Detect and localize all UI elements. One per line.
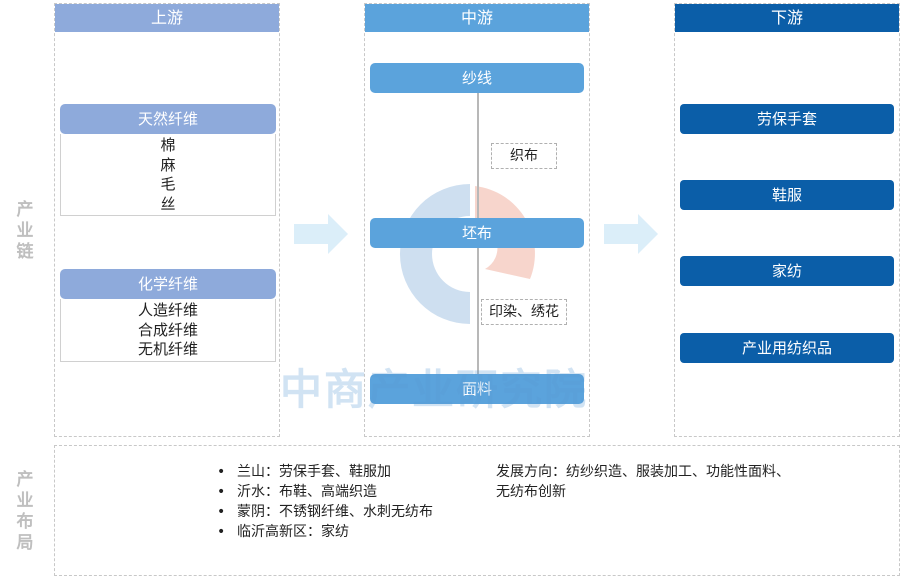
fiber-item: 丝	[160, 194, 176, 213]
product-home-textiles: 家纺	[680, 256, 894, 286]
downstream-header: 下游	[675, 4, 899, 32]
process-dyeing: 印染、绣花	[481, 299, 567, 325]
region-item: 蒙阴：不锈钢纤维、水刺无纺布	[215, 502, 485, 522]
upstream-column: 上游 天然纤维 棉 麻 毛 丝 化学纤维 人造纤维 合成纤维 无机纤维	[54, 3, 280, 437]
fiber-item: 棉	[160, 136, 176, 154]
region-item: 临沂高新区：家纺	[215, 522, 485, 542]
region-list: 兰山：劳保手套、鞋服加 沂水：布鞋、高端织造 蒙阴：不锈钢纤维、水刺无纺布 临沂…	[215, 462, 485, 542]
group-natural-fiber-items: 棉 麻 毛 丝	[60, 134, 276, 216]
region-item: 沂水：布鞋、高端织造	[215, 482, 485, 502]
fiber-item: 麻	[160, 155, 176, 174]
product-apparel: 鞋服	[680, 180, 894, 210]
midstream-column: 中游 纱线 织布 坯布 印染、绣花 面料	[364, 3, 590, 437]
stage-grey-cloth: 坯布	[370, 218, 584, 248]
product-gloves: 劳保手套	[680, 104, 894, 134]
region-item: 兰山：劳保手套、鞋服加	[215, 462, 485, 482]
group-natural-fiber-title: 天然纤维	[60, 104, 276, 134]
group-chemical-fiber-title: 化学纤维	[60, 269, 276, 299]
fiber-item: 合成纤维	[137, 320, 198, 339]
fiber-item: 毛	[160, 175, 176, 193]
fiber-item: 无机纤维	[137, 340, 198, 358]
stage-fabric: 面料	[370, 374, 584, 404]
stage-yarn: 纱线	[370, 63, 584, 93]
downstream-column: 下游 劳保手套 鞋服 家纺 产业用纺织品	[674, 3, 900, 437]
development-direction: 发展方向：纺纱织造、服装加工、功能性面料、无纺布创新	[496, 464, 790, 500]
upstream-header: 上游	[55, 4, 279, 32]
group-chemical-fiber-items: 人造纤维 合成纤维 无机纤维	[60, 299, 276, 362]
midstream-header: 中游	[365, 4, 589, 32]
side-label-chain: 产 业 链	[16, 200, 34, 262]
process-weaving: 织布	[491, 143, 557, 169]
fiber-item: 人造纤维	[137, 301, 198, 319]
arrow-right-icon	[294, 214, 348, 254]
industry-layout-box: 兰山：劳保手套、鞋服加 沂水：布鞋、高端织造 蒙阴：不锈钢纤维、水刺无纺布 临沂…	[54, 445, 900, 576]
product-industrial-textiles: 产业用纺织品	[680, 333, 894, 363]
side-label-layout: 产 业 布 局	[16, 470, 34, 553]
arrow-right-icon	[604, 214, 658, 254]
